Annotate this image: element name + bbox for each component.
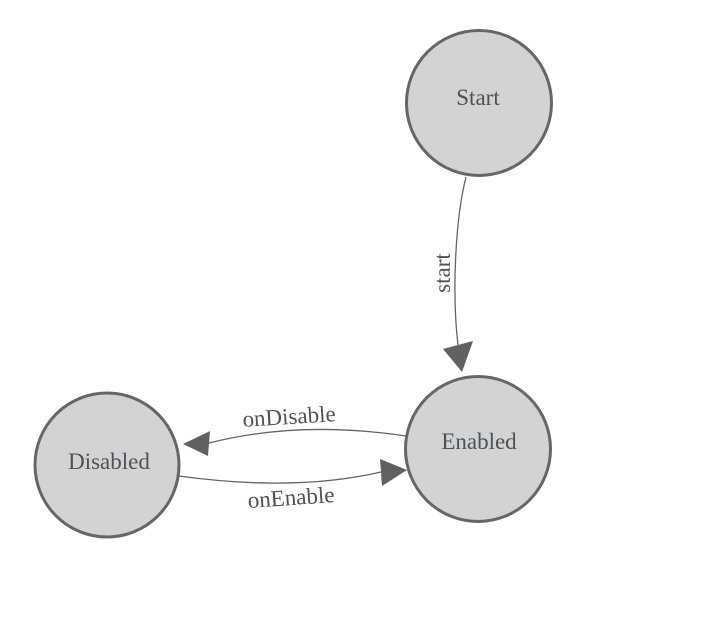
edge-start-arrowhead-icon: [443, 341, 473, 372]
edge-ondisable-line: [208, 428, 407, 444]
node-disabled-label: Disabled: [68, 449, 150, 474]
node-enabled-circle: [404, 375, 552, 523]
edge-label-ondisable: onDisable: [242, 401, 337, 432]
node-disabled-circle: [33, 391, 181, 539]
edge-start-to-enabled: start: [430, 176, 473, 372]
edge-disabled-to-enabled: onEnable: [178, 459, 407, 513]
node-enabled-label: Enabled: [441, 429, 517, 454]
edge-onenable-line: [178, 471, 382, 484]
node-start-label: Start: [456, 85, 500, 110]
edge-ondisable-arrowhead-icon: [183, 431, 210, 456]
node-enabled: Enabled: [404, 375, 552, 523]
node-start-circle: [405, 29, 553, 177]
edge-label-onenable: onEnable: [247, 482, 335, 513]
node-start: Start: [405, 29, 553, 177]
edge-enabled-to-disabled: onDisable: [183, 401, 407, 456]
node-disabled: Disabled: [33, 391, 181, 539]
edge-label-start: start: [430, 253, 455, 293]
edge-onenable-arrowhead-icon: [380, 459, 407, 486]
edge-start-line: [454, 176, 467, 346]
